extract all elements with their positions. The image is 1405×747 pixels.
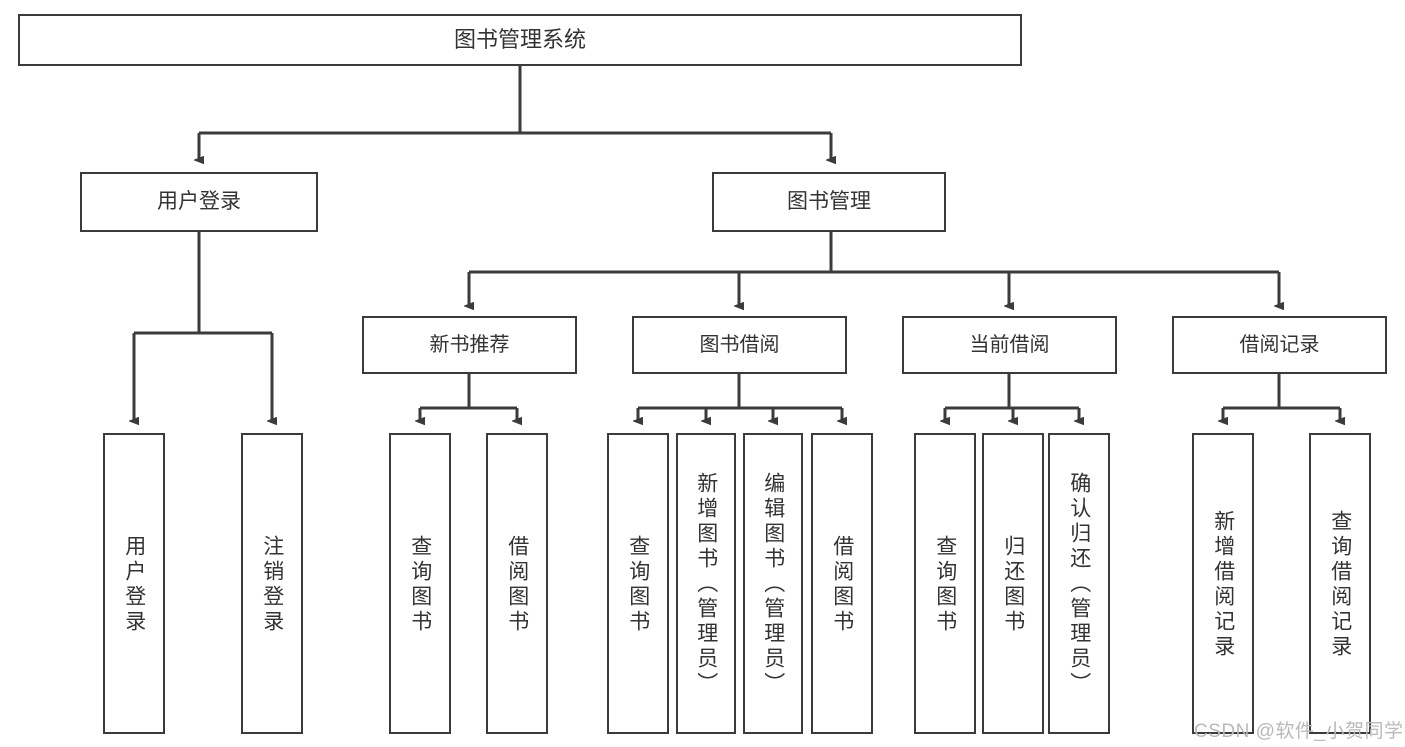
node-leaf-query-book-2[interactable]: 查询图书 bbox=[607, 433, 669, 734]
node-leaf-borrow-book-2-label: 借阅图书 bbox=[830, 534, 854, 635]
node-book-management[interactable]: 图书管理 bbox=[712, 172, 946, 232]
node-book-management-label: 图书管理 bbox=[787, 190, 871, 214]
node-leaf-borrow-book-1-label: 借阅图书 bbox=[505, 534, 529, 635]
node-book-borrow-label: 图书借阅 bbox=[699, 333, 780, 356]
node-leaf-return-book[interactable]: 归还图书 bbox=[982, 433, 1044, 734]
node-leaf-add-book[interactable]: 新增图书（管理员） bbox=[676, 433, 736, 734]
node-leaf-logout-login[interactable]: 注销登录 bbox=[241, 433, 303, 734]
node-leaf-query-record-label: 查询借阅记录 bbox=[1328, 509, 1352, 660]
node-leaf-query-record[interactable]: 查询借阅记录 bbox=[1309, 433, 1371, 734]
node-leaf-borrow-book-2[interactable]: 借阅图书 bbox=[811, 433, 873, 734]
node-new-book-recommend-label: 新书推荐 bbox=[429, 333, 510, 356]
node-leaf-add-book-label: 新增图书（管理员） bbox=[694, 472, 718, 697]
node-user-login[interactable]: 用户登录 bbox=[80, 172, 318, 232]
node-leaf-query-book-1-label: 查询图书 bbox=[408, 534, 432, 635]
node-leaf-confirm-return[interactable]: 确认归还（管理员） bbox=[1048, 433, 1110, 734]
node-book-borrow[interactable]: 图书借阅 bbox=[632, 316, 847, 374]
node-leaf-edit-book[interactable]: 编辑图书（管理员） bbox=[743, 433, 803, 734]
node-leaf-confirm-return-label: 确认归还（管理员） bbox=[1067, 472, 1091, 697]
node-user-login-label: 用户登录 bbox=[157, 190, 241, 214]
node-root[interactable]: 图书管理系统 bbox=[18, 14, 1022, 66]
node-leaf-return-book-label: 归还图书 bbox=[1001, 534, 1025, 635]
node-current-borrow-label: 当前借阅 bbox=[969, 333, 1050, 356]
node-leaf-add-record[interactable]: 新增借阅记录 bbox=[1192, 433, 1254, 734]
node-leaf-borrow-book-1[interactable]: 借阅图书 bbox=[486, 433, 548, 734]
node-leaf-query-book-1[interactable]: 查询图书 bbox=[389, 433, 451, 734]
node-leaf-query-book-3-label: 查询图书 bbox=[933, 534, 957, 635]
node-current-borrow[interactable]: 当前借阅 bbox=[902, 316, 1117, 374]
node-leaf-query-book-2-label: 查询图书 bbox=[626, 534, 650, 635]
node-borrow-record[interactable]: 借阅记录 bbox=[1172, 316, 1387, 374]
watermark: CSDN @软件_小贺同学 bbox=[1194, 721, 1404, 742]
node-root-label: 图书管理系统 bbox=[453, 26, 586, 52]
node-leaf-query-book-3[interactable]: 查询图书 bbox=[914, 433, 976, 734]
node-leaf-user-login-label: 用户登录 bbox=[122, 534, 146, 635]
node-leaf-user-login[interactable]: 用户登录 bbox=[103, 433, 165, 734]
node-borrow-record-label: 借阅记录 bbox=[1239, 333, 1320, 356]
node-new-book-recommend[interactable]: 新书推荐 bbox=[362, 316, 577, 374]
node-leaf-add-record-label: 新增借阅记录 bbox=[1211, 509, 1235, 660]
node-leaf-logout-login-label: 注销登录 bbox=[260, 534, 284, 635]
node-leaf-edit-book-label: 编辑图书（管理员） bbox=[761, 472, 785, 697]
